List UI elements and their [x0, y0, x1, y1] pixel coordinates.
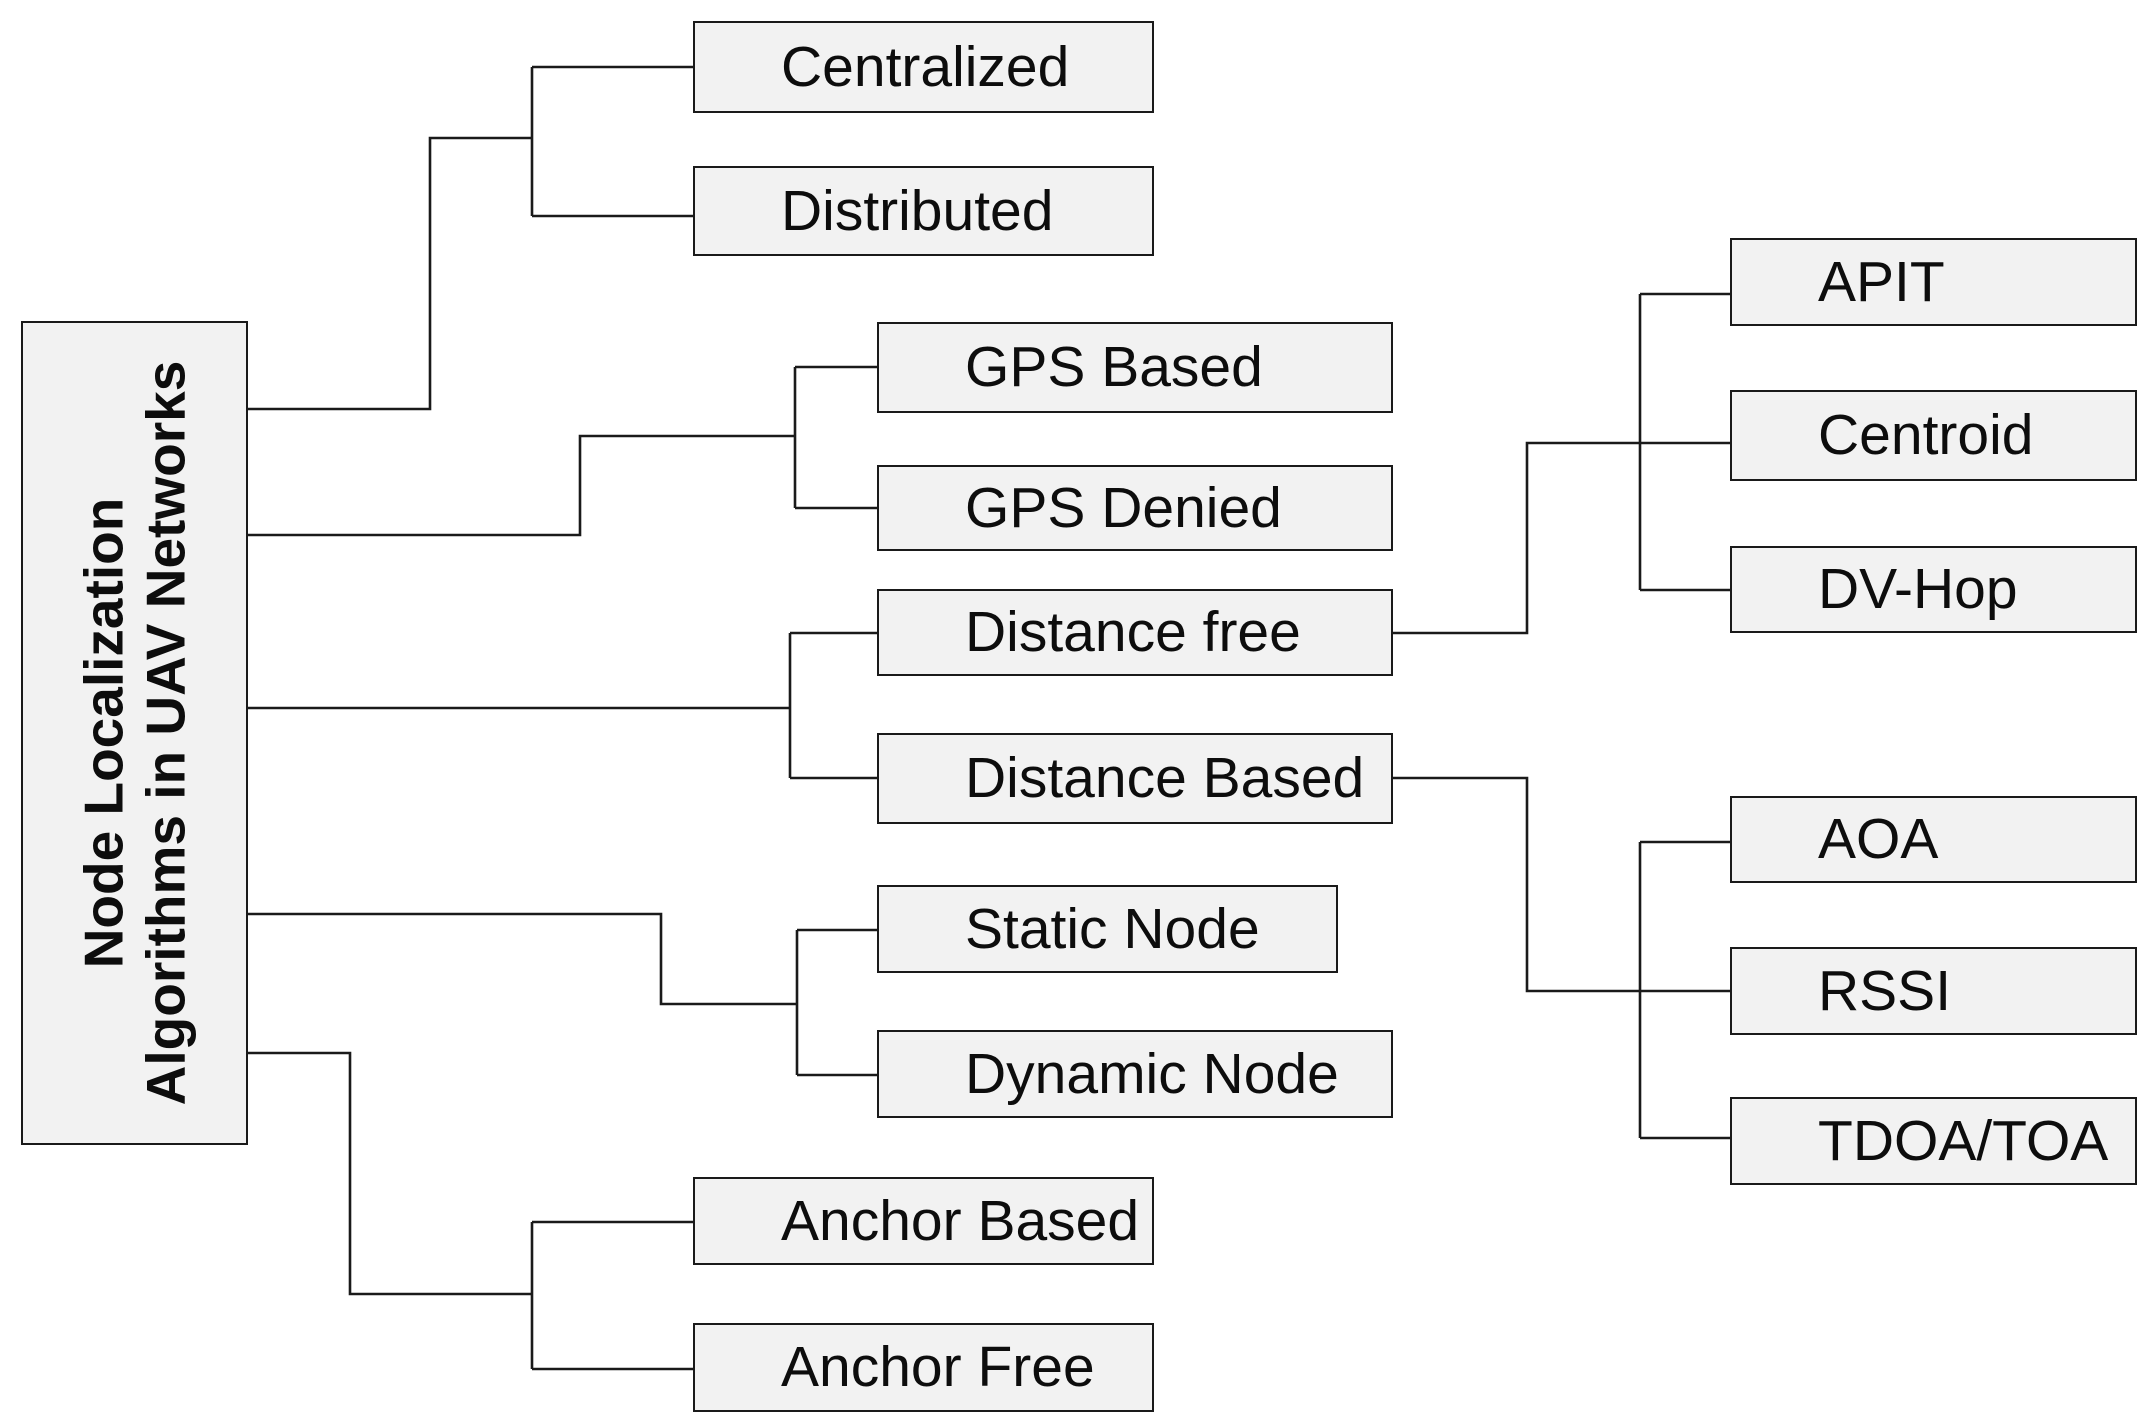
node-static-node: Static Node	[877, 885, 1338, 973]
root-label-line-1: Node Localization	[71, 497, 134, 969]
node-rssi: RSSI	[1730, 947, 2137, 1035]
node-distributed: Distributed	[693, 166, 1154, 256]
root-node-label: Node Localization Algorithms in UAV Netw…	[71, 333, 196, 1133]
node-aoa: AOA	[1730, 796, 2137, 883]
connector-distance-based-children	[1393, 776, 1730, 1140]
node-tdoa-toa: TDOA/TOA	[1730, 1097, 2137, 1185]
node-anchor-free: Anchor Free	[693, 1323, 1154, 1412]
node-apit: APIT	[1730, 238, 2137, 326]
node-aoa-label: AOA	[1818, 807, 1939, 871]
root-label-line-2: Algorithms in UAV Networks	[133, 360, 196, 1106]
node-dv-hop-label: DV-Hop	[1818, 557, 2018, 621]
node-tdoa-toa-label: TDOA/TOA	[1818, 1108, 2109, 1173]
node-anchor-based: Anchor Based	[693, 1177, 1154, 1265]
node-anchor-based-label: Anchor Based	[781, 1188, 1140, 1253]
node-centralized-label: Centralized	[781, 34, 1070, 99]
node-centralized: Centralized	[693, 21, 1154, 113]
connector-root-to-architecture	[248, 136, 532, 411]
node-distance-based: Distance Based	[877, 733, 1393, 824]
connector-distance-free-children	[1393, 292, 1730, 635]
node-anchor-free-label: Anchor Free	[781, 1335, 1095, 1399]
connector-centralized	[530, 65, 693, 218]
node-dynamic-node: Dynamic Node	[877, 1030, 1393, 1118]
node-centroid: Centroid	[1730, 390, 2137, 481]
node-distance-free-label: Distance free	[965, 600, 1301, 664]
connector-root-to-gps	[248, 434, 795, 537]
connector-anchor	[530, 1220, 693, 1371]
node-distance-free: Distance free	[877, 589, 1393, 676]
connector-gps	[793, 365, 877, 510]
node-apit-label: APIT	[1818, 249, 1945, 314]
node-distributed-label: Distributed	[781, 178, 1054, 243]
node-gps-denied: GPS Denied	[877, 465, 1393, 551]
node-dynamic-node-label: Dynamic Node	[965, 1041, 1339, 1106]
connector-distance	[788, 631, 877, 780]
node-distance-based-label: Distance Based	[965, 746, 1365, 810]
node-gps-based: GPS Based	[877, 322, 1393, 413]
node-static-node-label: Static Node	[965, 896, 1260, 961]
root-node: Node Localization Algorithms in UAV Netw…	[21, 321, 248, 1145]
connector-mobility	[795, 928, 877, 1077]
connector-root-to-anchor	[248, 1051, 532, 1296]
node-dv-hop: DV-Hop	[1730, 546, 2137, 633]
node-gps-denied-label: GPS Denied	[965, 475, 1282, 540]
node-rssi-label: RSSI	[1818, 958, 1952, 1023]
node-gps-based-label: GPS Based	[965, 335, 1263, 399]
node-centroid-label: Centroid	[1818, 403, 2034, 467]
connector-root-to-mobility	[248, 912, 797, 1006]
